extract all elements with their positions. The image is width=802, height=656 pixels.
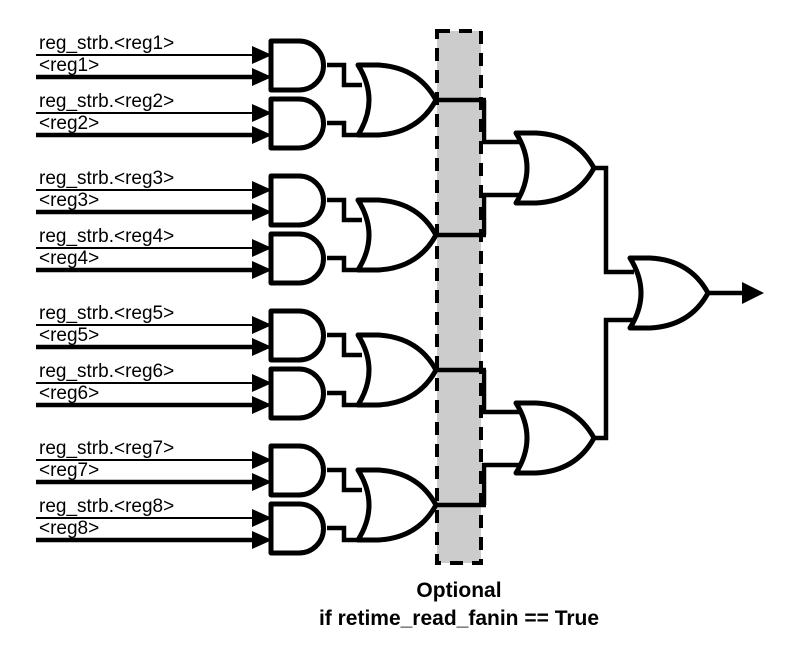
data-arrow-3: [252, 203, 272, 221]
or-gate-stage1-4: [358, 470, 436, 540]
and-gate-6: [271, 369, 324, 418]
wire-and4-to-or2: [327, 255, 362, 273]
input-group-7: reg_strb.<reg7> <reg7>: [36, 438, 272, 491]
wire-and5-to-or3: [327, 332, 362, 358]
data-arrow-1: [252, 68, 272, 86]
wire-opt2-to-or5: [481, 192, 520, 235]
data-label-5: <reg5>: [39, 325, 99, 346]
input-group-2: reg_strb.<reg2> <reg2>: [36, 91, 272, 144]
strobe-label-8: reg_strb.<reg8>: [39, 496, 174, 517]
strobe-arrow-7: [252, 451, 272, 469]
data-arrow-8: [252, 531, 272, 549]
data-label-8: <reg8>: [39, 518, 99, 539]
strobe-arrow-2: [252, 104, 272, 122]
input-group-5: reg_strb.<reg5> <reg5>: [36, 303, 272, 356]
data-arrow-6: [252, 396, 272, 414]
and-gate-3: [271, 176, 324, 225]
wire-and2-to-or1: [327, 120, 362, 138]
optional-caption-line2: if retime_read_fanin == True: [319, 607, 599, 630]
data-label-4: <reg4>: [39, 248, 99, 269]
wire-opt1-to-or5: [481, 100, 520, 145]
output-arrow: [742, 282, 764, 304]
and-gate-4: [271, 234, 324, 283]
strobe-label-6: reg_strb.<reg6>: [39, 361, 174, 382]
and-gate-1: [271, 41, 324, 90]
optional-retime-region: [435, 29, 483, 565]
wire-and1-to-or1: [327, 62, 362, 88]
data-label-3: <reg3>: [39, 190, 99, 211]
wire-opt4-to-or6: [481, 462, 520, 505]
or-gate-stage1-2: [358, 200, 436, 270]
strobe-arrow-6: [252, 374, 272, 392]
data-label-2: <reg2>: [39, 113, 99, 134]
data-arrow-4: [252, 261, 272, 279]
strobe-label-3: reg_strb.<reg3>: [39, 168, 174, 189]
data-arrow-2: [252, 126, 272, 144]
or-gate-stage2-upper: [516, 133, 594, 203]
data-label-6: <reg6>: [39, 383, 99, 404]
strobe-label-2: reg_strb.<reg2>: [39, 91, 174, 112]
and-gate-5: [271, 311, 324, 360]
input-group-1: reg_strb.<reg1> <reg1>: [36, 33, 272, 86]
or-gate-stage2-lower: [516, 403, 594, 473]
data-arrow-7: [252, 473, 272, 491]
optional-caption-line1: Optional: [416, 579, 501, 602]
input-group-3: reg_strb.<reg3> <reg3>: [36, 168, 272, 221]
data-label-7: <reg7>: [39, 460, 99, 481]
and-gate-2: [271, 99, 324, 148]
wire-and7-to-or4: [327, 467, 362, 493]
strobe-label-7: reg_strb.<reg7>: [39, 438, 174, 459]
strobe-arrow-3: [252, 181, 272, 199]
input-group-6: reg_strb.<reg6> <reg6>: [36, 361, 272, 414]
strobe-arrow-8: [252, 509, 272, 527]
strobe-label-4: reg_strb.<reg4>: [39, 226, 174, 247]
wire-and3-to-or2: [327, 197, 362, 223]
or-gate-stage1-3: [358, 335, 436, 405]
and-gate-7: [271, 446, 324, 495]
wire-and8-to-or4: [327, 525, 362, 543]
strobe-arrow-5: [252, 316, 272, 334]
data-label-1: <reg1>: [39, 55, 99, 76]
wire-or5-to-final: [592, 165, 634, 275]
wire-and6-to-or3: [327, 390, 362, 408]
input-group-4: reg_strb.<reg4> <reg4>: [36, 226, 272, 279]
wire-or6-to-final: [592, 317, 634, 441]
or-gate-final: [630, 258, 708, 328]
strobe-arrow-1: [252, 46, 272, 64]
strobe-arrow-4: [252, 239, 272, 257]
input-group-8: reg_strb.<reg8> <reg8>: [36, 496, 272, 549]
strobe-label-1: reg_strb.<reg1>: [39, 33, 174, 54]
wire-opt3-to-or6: [481, 370, 520, 415]
data-arrow-5: [252, 338, 272, 356]
or-gate-stage1-1: [358, 65, 436, 135]
strobe-label-5: reg_strb.<reg5>: [39, 303, 174, 324]
and-gate-8: [271, 504, 324, 553]
